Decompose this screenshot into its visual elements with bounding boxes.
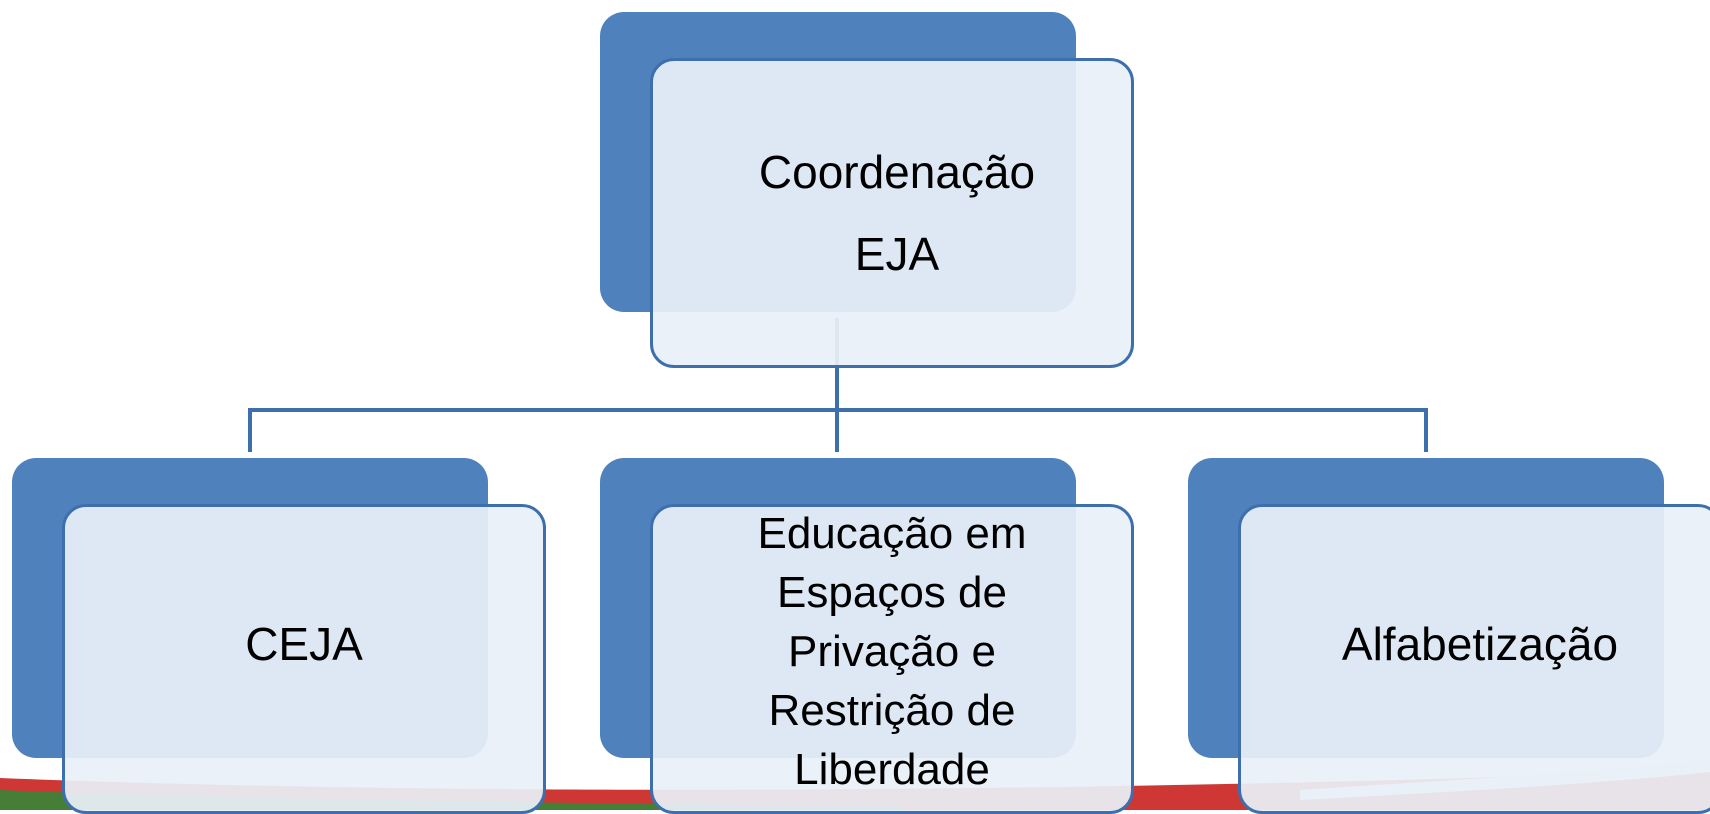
connector-drop-left [248, 408, 252, 452]
connector-drop-right [1424, 408, 1428, 452]
root-node: Coordenação EJA [650, 58, 1134, 368]
child-node-label-ceja: CEJA [245, 618, 363, 670]
connector-drop-center [835, 408, 839, 452]
root-node-label: Coordenação EJA [758, 146, 1036, 280]
child-node-label-alfabetizacao: Alfabetização [1341, 618, 1619, 670]
child-node-alfabetizacao: Alfabetização [1238, 504, 1710, 814]
child-node-educacao-espacos-privacao: Educação em Espaços de Privação e Restri… [650, 504, 1134, 814]
child-node-ceja: CEJA [62, 504, 546, 814]
child-node-label-educacao: Educação em Espaços de Privação e Restri… [757, 508, 1027, 794]
